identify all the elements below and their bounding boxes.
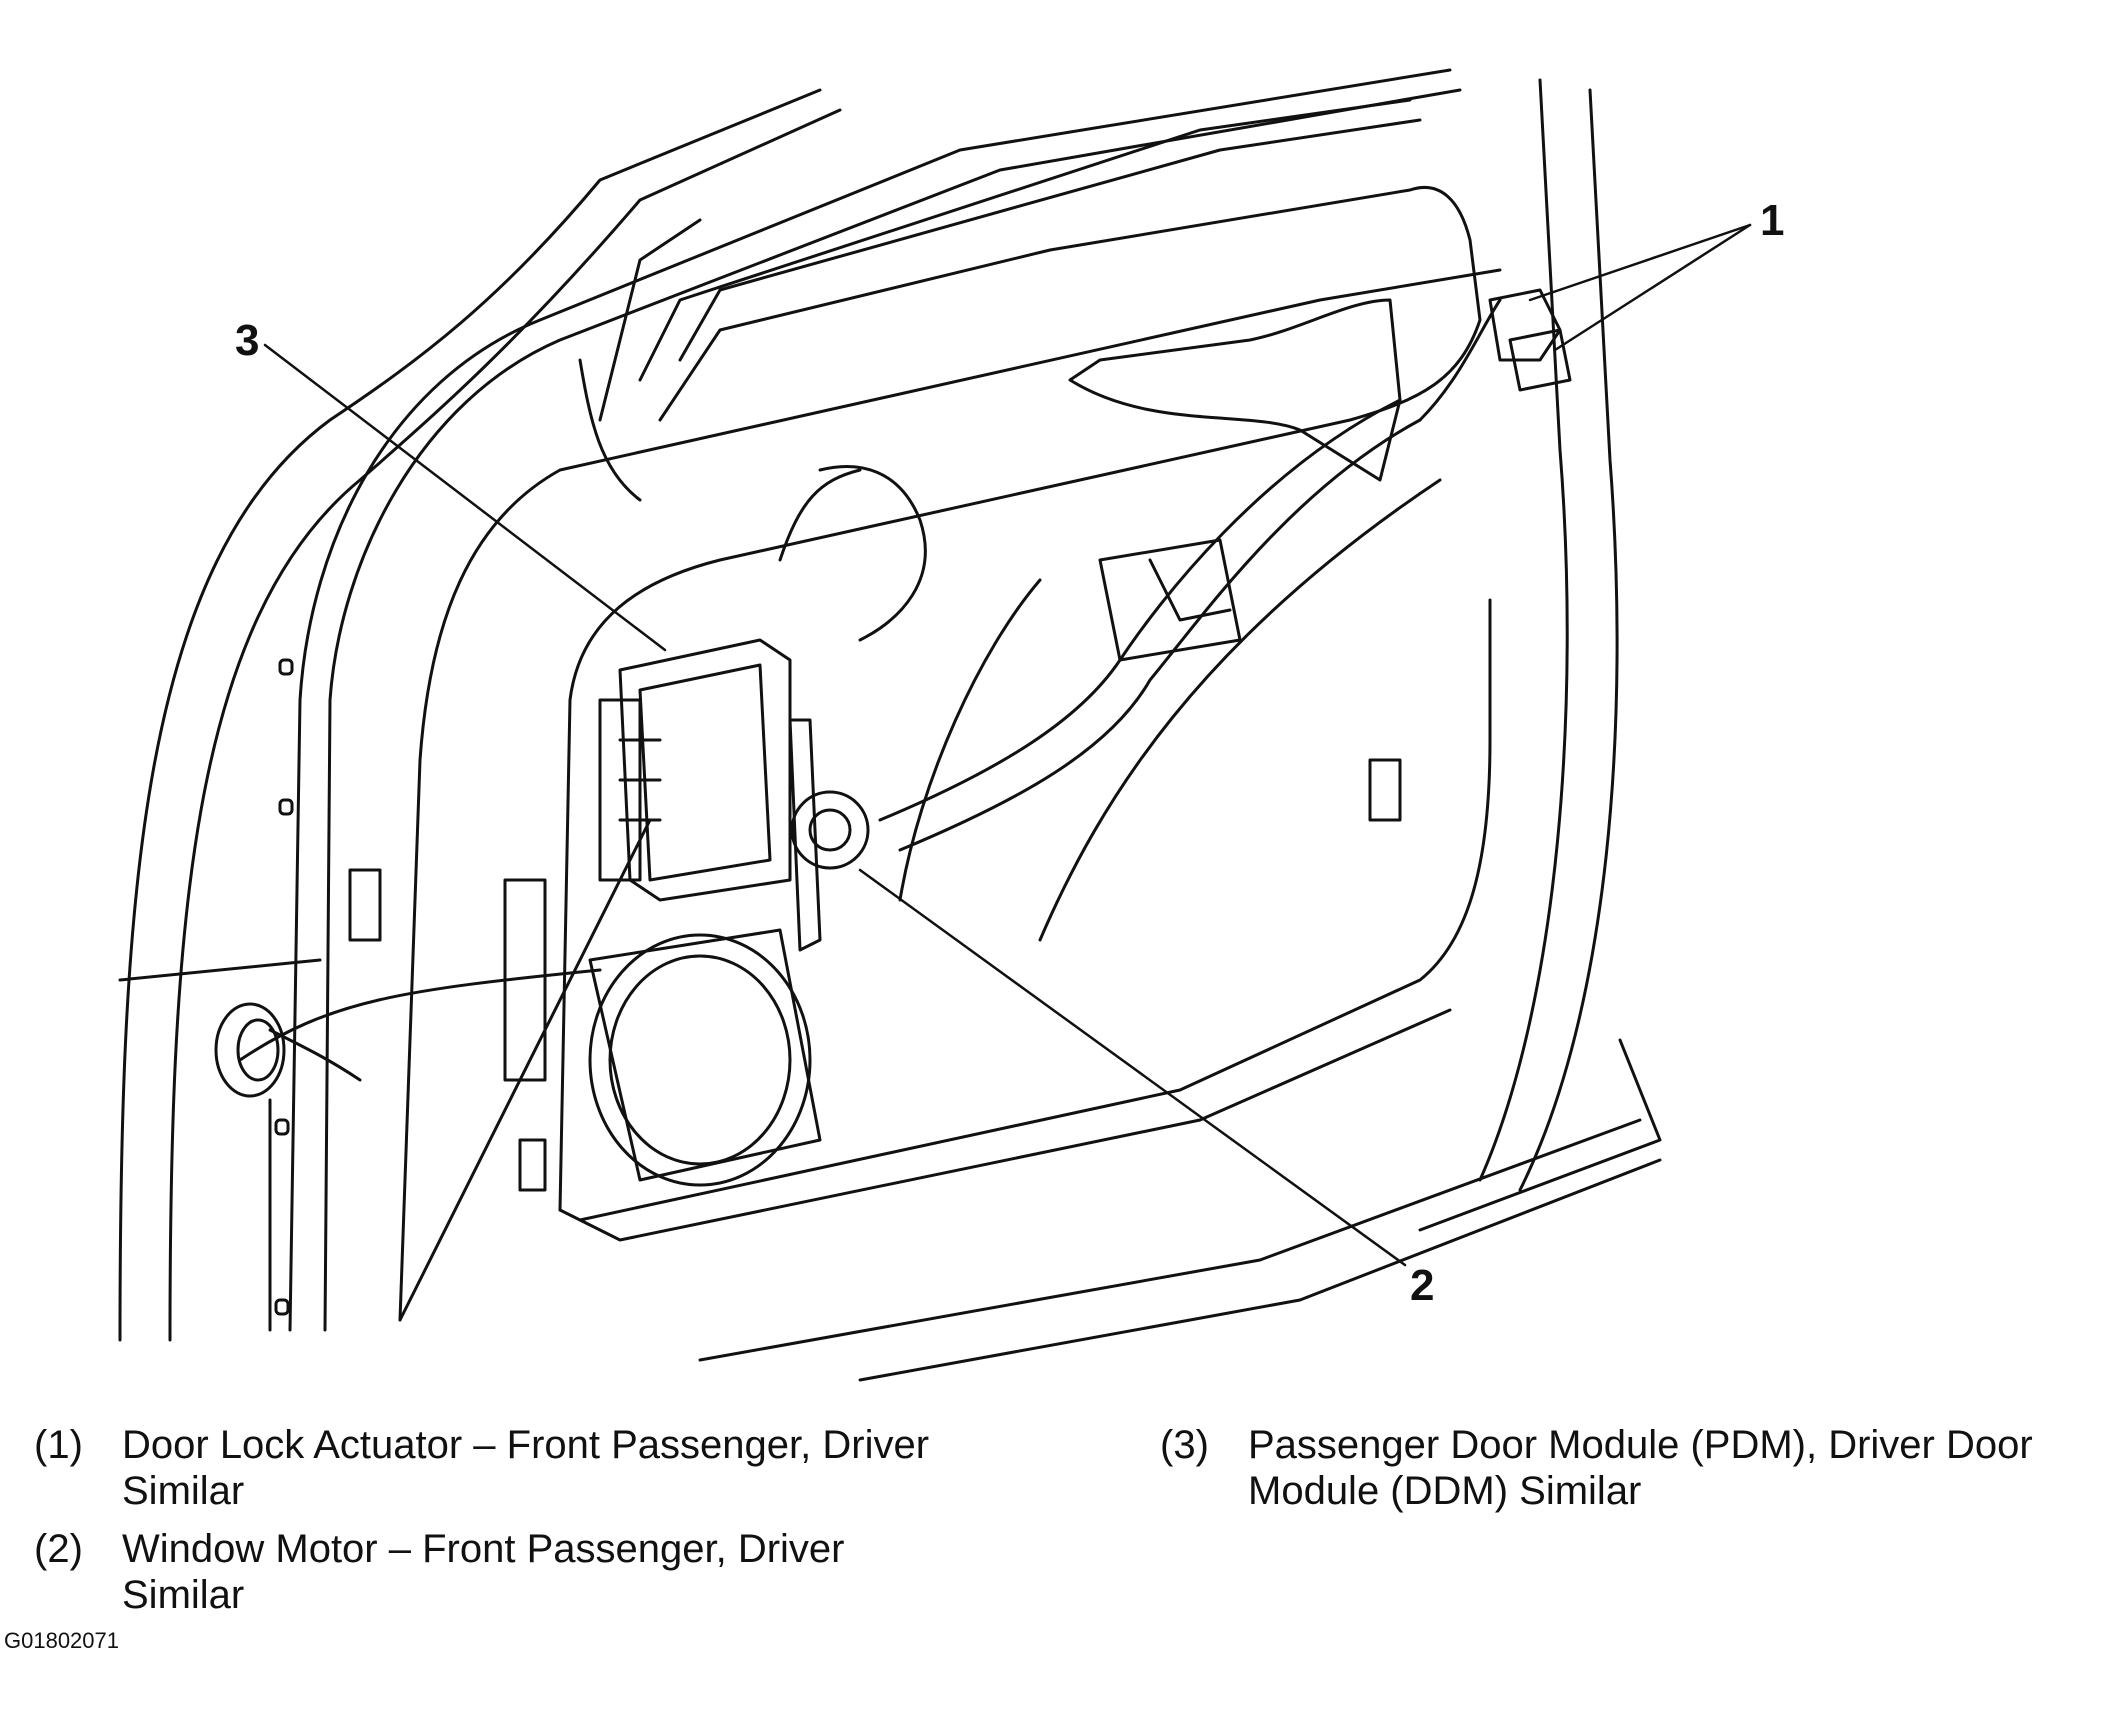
- legend-text: Door Lock Actuator – Front Passenger, Dr…: [122, 1423, 930, 1513]
- callout-labels: 1 2 3: [235, 196, 1784, 1310]
- pillar-holes: [274, 658, 547, 1316]
- callout-1: 1: [1760, 196, 1784, 245]
- legend-item-1: (1) Door Lock Actuator – Front Passenger…: [34, 1422, 934, 1514]
- callout-3: 3: [235, 316, 259, 365]
- legend-right: (3) Passenger Door Module (PDM), Driver …: [1160, 1422, 2080, 1526]
- legend-item-2: (2) Window Motor – Front Passenger, Driv…: [34, 1526, 934, 1618]
- window-motor: [788, 718, 870, 952]
- legend-text: Passenger Door Module (PDM), Driver Door…: [1248, 1423, 2033, 1513]
- legend-left: (1) Door Lock Actuator – Front Passenger…: [34, 1422, 934, 1630]
- door-frame: [118, 68, 1662, 1382]
- figure-code: G01802071: [4, 1628, 119, 1653]
- legend-text: Window Motor – Front Passenger, Driver S…: [122, 1527, 845, 1617]
- legend-item-3: (3) Passenger Door Module (PDM), Driver …: [1160, 1422, 2080, 1514]
- speaker: [588, 928, 822, 1187]
- legend-number: (1): [34, 1423, 83, 1467]
- callout-2: 2: [1410, 1261, 1434, 1310]
- door-lock-actuator: [1488, 288, 1572, 392]
- door-diagram: 1 2 3: [118, 68, 1784, 1382]
- door-module: [598, 638, 792, 902]
- legend-number: (3): [1160, 1423, 1209, 1467]
- inner-door-panel: [558, 185, 1492, 1242]
- grommet: [214, 1002, 362, 1098]
- legend-number: (2): [34, 1527, 83, 1571]
- window-regulator: [878, 398, 1442, 942]
- window-channel: [578, 98, 1422, 502]
- leader-lines: [263, 223, 1752, 1267]
